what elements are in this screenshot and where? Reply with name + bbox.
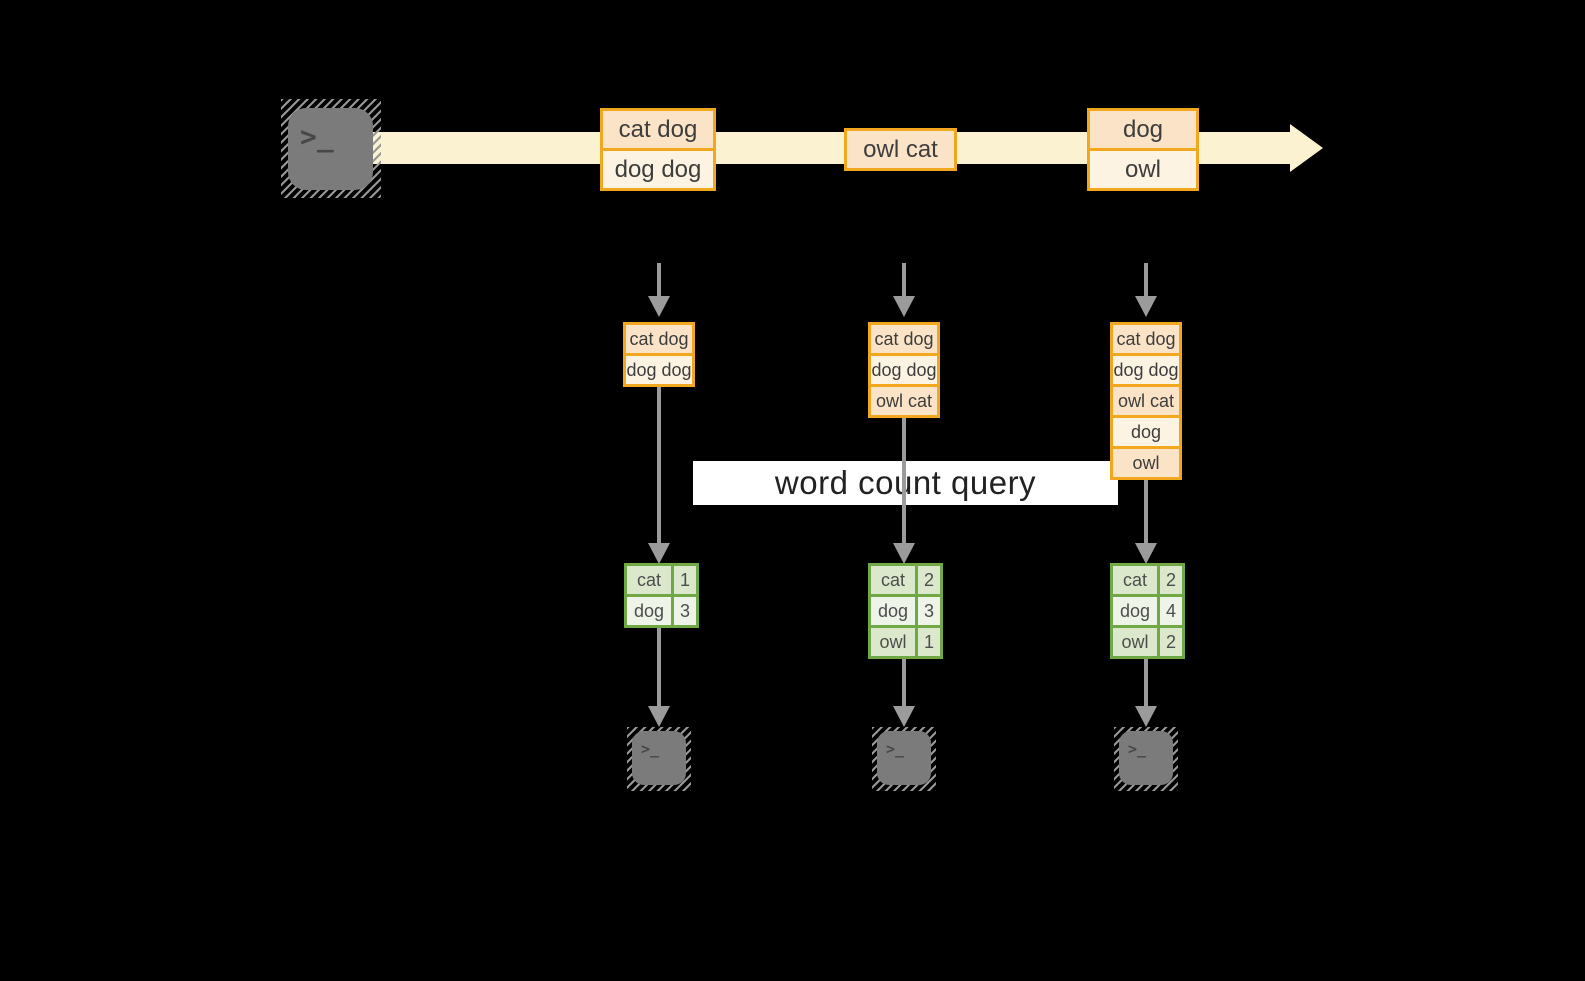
terminal-prompt-glyph: >_ — [641, 740, 660, 758]
terminal-prompt-glyph: >_ — [300, 120, 334, 153]
count-word-cell: dog — [627, 597, 671, 625]
state-row: dog — [1113, 418, 1179, 446]
count-word-cell: cat — [871, 566, 915, 594]
output-arrowhead-2 — [893, 706, 915, 727]
count-word-cell: dog — [1113, 597, 1157, 625]
output-arrowhead-1 — [648, 706, 670, 727]
count-table-3: cat 2 dog 4 owl 2 — [1110, 563, 1185, 659]
state-stack-2: cat dog dog dog owl cat — [868, 322, 940, 418]
query-arrow-line-1 — [657, 387, 661, 545]
state-row: owl cat — [871, 387, 937, 415]
state-row: owl — [1113, 449, 1179, 477]
stream-event-box-2: owl cat — [844, 128, 957, 171]
stream-event-row: owl cat — [847, 131, 954, 168]
count-table-1: cat 1 dog 3 — [624, 563, 699, 628]
query-arrow-line-2 — [902, 418, 906, 545]
count-word-cell: cat — [1113, 566, 1157, 594]
ingest-arrowhead-1 — [648, 296, 670, 317]
terminal-sink-icon-2: >_ — [872, 727, 936, 791]
output-arrowhead-3 — [1135, 706, 1157, 727]
state-row: dog dog — [1113, 356, 1179, 384]
terminal-sink-icon-1: >_ — [627, 727, 691, 791]
terminal-sink-box: >_ — [632, 731, 686, 785]
count-table-2: cat 2 dog 3 owl 1 — [868, 563, 943, 659]
output-arrow-line-3 — [1144, 659, 1148, 708]
output-arrow-line-1 — [657, 628, 661, 708]
count-value-cell: 3 — [918, 597, 940, 625]
ingest-arrow-line-3 — [1144, 263, 1148, 296]
terminal-prompt-glyph: >_ — [1128, 740, 1147, 758]
stream-event-row: owl — [1090, 151, 1196, 188]
count-value-cell: 4 — [1160, 597, 1182, 625]
query-arrow-line-3 — [1144, 480, 1148, 545]
count-word-cell: dog — [871, 597, 915, 625]
count-value-cell: 1 — [674, 566, 696, 594]
output-arrow-line-2 — [902, 659, 906, 708]
count-value-cell: 1 — [918, 628, 940, 656]
state-row: dog dog — [871, 356, 937, 384]
stream-event-box-3: dog owl — [1087, 108, 1199, 191]
state-row: cat dog — [871, 325, 937, 353]
count-word-cell: cat — [627, 566, 671, 594]
state-stack-3: cat dog dog dog owl cat dog owl — [1110, 322, 1182, 480]
count-value-cell: 2 — [1160, 566, 1182, 594]
ingest-arrowhead-2 — [893, 296, 915, 317]
terminal-source-icon: >_ — [281, 99, 381, 198]
terminal-sink-box: >_ — [1119, 731, 1173, 785]
ingest-arrowhead-3 — [1135, 296, 1157, 317]
stream-event-row: dog — [1090, 111, 1196, 148]
stream-event-row: cat dog — [603, 111, 713, 148]
state-stack-1: cat dog dog dog — [623, 322, 695, 387]
ingest-arrow-line-1 — [657, 263, 661, 296]
count-value-cell: 3 — [674, 597, 696, 625]
count-value-cell: 2 — [1160, 628, 1182, 656]
query-arrowhead-1 — [648, 543, 670, 564]
state-row: cat dog — [626, 325, 692, 353]
terminal-source-box: >_ — [288, 108, 373, 190]
count-word-cell: owl — [1113, 628, 1157, 656]
count-word-cell: owl — [871, 628, 915, 656]
stream-event-row: dog dog — [603, 151, 713, 188]
terminal-sink-icon-3: >_ — [1114, 727, 1178, 791]
stream-event-box-1: cat dog dog dog — [600, 108, 716, 191]
state-row: owl cat — [1113, 387, 1179, 415]
state-row: cat dog — [1113, 325, 1179, 353]
state-row: dog dog — [626, 356, 692, 384]
ingest-arrow-line-2 — [902, 263, 906, 296]
stream-arrowhead — [1290, 124, 1323, 172]
query-arrowhead-2 — [893, 543, 915, 564]
count-value-cell: 2 — [918, 566, 940, 594]
terminal-prompt-glyph: >_ — [886, 740, 905, 758]
query-arrowhead-3 — [1135, 543, 1157, 564]
terminal-sink-box: >_ — [877, 731, 931, 785]
